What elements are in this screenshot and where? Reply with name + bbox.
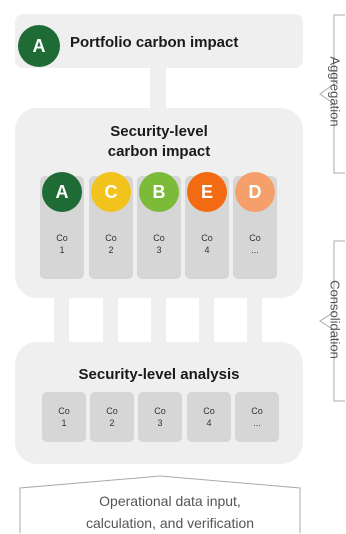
rating-badge: A — [42, 172, 82, 212]
consolidation-label: Consolidation — [327, 280, 343, 359]
consolidation-arrow — [319, 240, 345, 402]
security-impact-title-line1: Security-level — [110, 123, 208, 140]
security-impact-title-line2: carbon impact — [107, 143, 211, 160]
aggregation-arrow — [319, 14, 345, 174]
portfolio-box — [15, 14, 303, 68]
connector-column — [54, 298, 69, 344]
aggregation-label: Aggregation — [327, 56, 343, 127]
connector-top — [150, 68, 166, 110]
analysis-company-card — [235, 392, 279, 442]
rating-badge: D — [235, 172, 275, 212]
impact-company-label: Co... — [249, 233, 261, 255]
analysis-company-card — [187, 392, 231, 442]
security-impact-title: Security-level carbon impact — [15, 122, 303, 162]
security-analysis-title: Security-level analysis — [78, 366, 240, 383]
operations-line1: Operational data input, — [99, 493, 241, 509]
operations-arrow — [19, 475, 301, 533]
operations-text: Operational data input, calculation, and… — [20, 490, 320, 534]
connector-column — [247, 298, 262, 344]
operations-line2: calculation, and verification — [85, 515, 255, 531]
analysis-company-card — [42, 392, 86, 442]
rating-badge: E — [187, 172, 227, 212]
connector-column — [199, 298, 214, 344]
connector-column — [103, 298, 118, 344]
rating-badge: B — [139, 172, 179, 212]
analysis-company-label: Co... — [251, 406, 263, 428]
rating-badge: C — [91, 172, 131, 212]
connector-column — [151, 298, 166, 344]
portfolio-title: Portfolio carbon impact — [70, 34, 239, 51]
analysis-company-card — [90, 392, 134, 442]
portfolio-rating-badge: A — [18, 25, 60, 67]
analysis-company-card — [138, 392, 182, 442]
